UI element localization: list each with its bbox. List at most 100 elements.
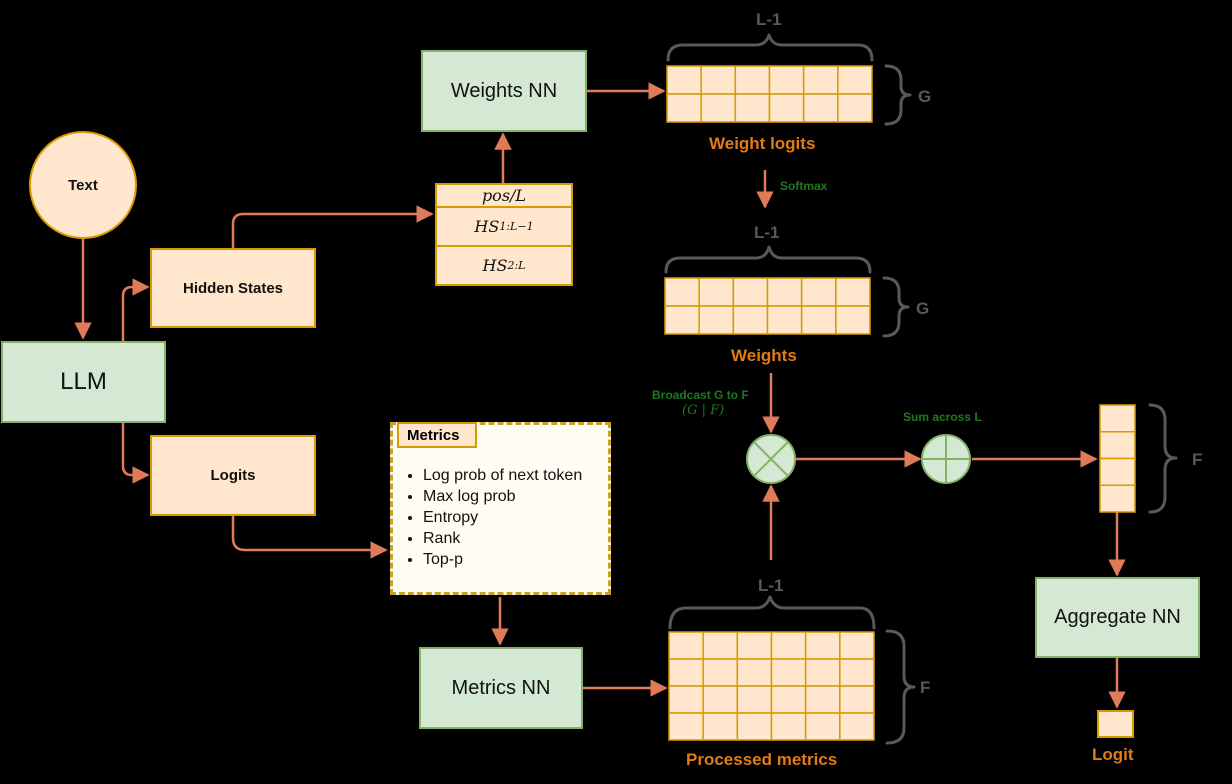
grid-cell: [698, 277, 735, 307]
grid-weight-logits: [666, 65, 873, 123]
grid-cell: [837, 65, 873, 95]
grid-cell: [839, 712, 875, 741]
grid-cell: [766, 305, 803, 335]
hs-row-1-main: HS: [474, 217, 500, 236]
grid-weights: [664, 277, 871, 335]
plus-icon: [922, 435, 970, 483]
weights-nn-label: Weights NN: [450, 79, 558, 102]
grid-cell: [698, 305, 735, 335]
grid-cell: [736, 685, 773, 714]
grid-cell: [1099, 404, 1136, 433]
grid-cell: [734, 65, 771, 95]
grid-cell: [800, 305, 837, 335]
grid-cell: [736, 631, 773, 660]
grid-aggregated: [1099, 404, 1136, 513]
metrics-panel-title: Metrics: [397, 422, 477, 448]
grid-cell: [839, 658, 875, 687]
grid-cell: [664, 305, 700, 335]
grid-cell: [668, 631, 704, 660]
edge-llm-to-logits: [121, 422, 150, 484]
brace-bottom-vertical: [885, 629, 916, 745]
dim-f-right: F: [1192, 450, 1203, 469]
grid-cell: [770, 631, 807, 660]
grid-cell: [1099, 431, 1136, 460]
hidden-states-node: Hidden States: [150, 248, 316, 328]
grid-cell: [768, 65, 805, 95]
grid-cell: [736, 712, 773, 741]
grid-cell: [839, 631, 875, 660]
grid-cell: [766, 277, 803, 307]
broadcast-formula: (G | F): [682, 403, 725, 418]
grid-cell: [802, 65, 839, 95]
grid-cell: [804, 685, 841, 714]
grid-cell: [702, 712, 739, 741]
grid-cell: [734, 93, 771, 123]
grid-cell: [666, 93, 702, 123]
metrics-nn-node: Metrics NN: [419, 647, 583, 729]
brace-right-vertical: [1148, 403, 1178, 514]
dim-l-minus-1-bottom: L-1: [758, 576, 784, 595]
processed-metrics-label: Processed metrics: [686, 750, 838, 769]
logits-node: Logits: [150, 435, 316, 516]
dim-f-bottom: F: [920, 678, 931, 697]
broadcast-label: Broadcast G to F: [652, 388, 749, 402]
logit-output-node: [1097, 710, 1134, 738]
edge-llm-to-hidden-states: [121, 278, 150, 341]
grid-cell: [804, 631, 841, 660]
grid-cell: [804, 712, 841, 741]
grid-cell: [770, 712, 807, 741]
text-node: Text: [29, 131, 137, 239]
brace-top-horizontal: [666, 33, 874, 62]
aggregate-nn-node: Aggregate NN: [1035, 577, 1200, 658]
grid-cell: [732, 277, 769, 307]
grid-cell: [702, 631, 739, 660]
grid-cell: [837, 93, 873, 123]
dim-g-mid: G: [916, 299, 930, 318]
metrics-item: Log prob of next token: [423, 465, 582, 486]
edge-hidden-states-to-hs-stack: [231, 205, 434, 248]
hs-row-pos-text: pos/L: [481, 186, 527, 205]
grid-cell: [668, 712, 704, 741]
grid-cell: [702, 685, 739, 714]
hs-row-1-sub: 1:L−1: [499, 220, 534, 233]
hidden-states-label: Hidden States: [182, 279, 284, 297]
hs-row-pos: pos/L: [437, 185, 571, 208]
dim-l-minus-1-mid: L-1: [754, 223, 780, 242]
grid-cell: [666, 65, 702, 95]
metrics-nn-label: Metrics NN: [451, 676, 551, 699]
grid-cell: [664, 277, 700, 307]
grid-cell: [732, 305, 769, 335]
weight-logits-label: Weight logits: [709, 134, 816, 153]
grid-cell: [700, 65, 737, 95]
text-node-label: Text: [68, 176, 98, 194]
metrics-item: Max log prob: [423, 486, 582, 507]
dim-l-minus-1-top: L-1: [756, 10, 782, 29]
grid-cell: [804, 658, 841, 687]
grid-cell: [702, 658, 739, 687]
brace-bottom-horizontal: [668, 595, 876, 630]
grid-cell: [800, 277, 837, 307]
edge-logits-to-metrics: [231, 516, 388, 559]
sum-across-label: Sum across L: [903, 410, 982, 424]
grid-cell: [839, 685, 875, 714]
grid-cell: [835, 277, 871, 307]
dim-g-top: G: [918, 87, 932, 106]
grid-cell: [770, 685, 807, 714]
llm-node: LLM: [1, 341, 166, 423]
llm-label: LLM: [60, 368, 107, 395]
logits-label: Logits: [210, 467, 256, 484]
metrics-item: Entropy: [423, 507, 582, 528]
grid-cell: [835, 305, 871, 335]
grid-cell: [736, 658, 773, 687]
brace-top-vertical: [884, 64, 912, 126]
grid-cell: [770, 658, 807, 687]
multiply-icon: [753, 441, 789, 477]
grid-processed-metrics: [668, 631, 875, 741]
metrics-item: Top-p: [423, 549, 582, 570]
brace-mid-horizontal: [664, 245, 872, 274]
grid-cell: [668, 685, 704, 714]
